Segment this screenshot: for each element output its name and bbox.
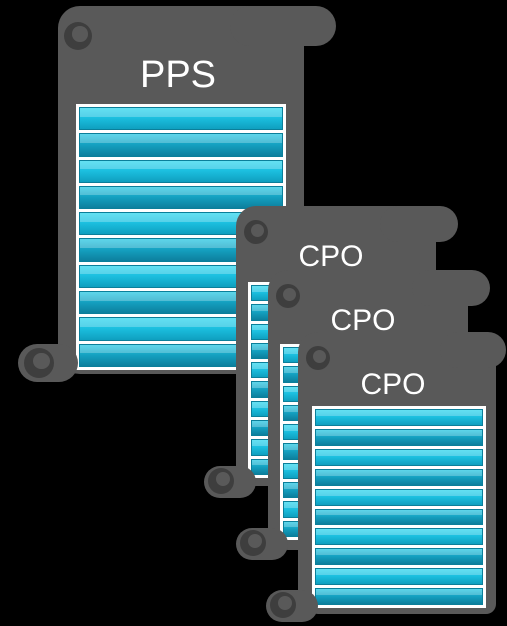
cpo-3-top-tab xyxy=(440,332,506,368)
pps-bar xyxy=(79,133,283,157)
cpo-1-bottom-curl-icon xyxy=(208,468,234,494)
cpo-3-bar xyxy=(315,588,483,606)
cpo-2-top-tab xyxy=(412,270,490,306)
pps-bar xyxy=(79,107,283,131)
cpo-3-bar xyxy=(315,468,483,486)
scroll-top-curl-icon xyxy=(64,22,92,50)
cpo-3-bar xyxy=(315,448,483,466)
cpo-3-label: CPO xyxy=(360,368,426,401)
cpo-3-bar xyxy=(315,548,483,566)
cpo-3-bottom-curl-icon xyxy=(270,592,296,618)
scroll-top-curl-icon xyxy=(244,220,268,244)
scroll-top-curl-icon xyxy=(306,346,330,370)
cpo-3-list xyxy=(312,406,486,608)
pps-label: PPS xyxy=(139,54,217,96)
pps-bar xyxy=(79,317,283,341)
cpo-2-label: CPO xyxy=(330,304,396,337)
cpo-1-label: CPO xyxy=(298,240,364,273)
pps-top-tab xyxy=(230,6,336,46)
cpo-1-top-tab xyxy=(380,206,458,242)
cpo-3-bar xyxy=(315,488,483,506)
cpo-2-bottom-curl-icon xyxy=(240,530,266,556)
cpo-3-bar xyxy=(315,528,483,546)
scroll-top-curl-icon xyxy=(276,284,300,308)
cpo-3-bar xyxy=(315,428,483,446)
cpo-3-bar xyxy=(315,409,483,426)
pps-bar xyxy=(79,185,283,210)
pps-bar xyxy=(79,159,283,183)
pps-bottom-curl-icon xyxy=(24,348,54,378)
cpo-3-bar xyxy=(315,508,483,526)
scroll-cpo-3: CPO xyxy=(298,332,496,614)
cpo-3-bar xyxy=(315,568,483,586)
pps-bar xyxy=(79,264,283,289)
